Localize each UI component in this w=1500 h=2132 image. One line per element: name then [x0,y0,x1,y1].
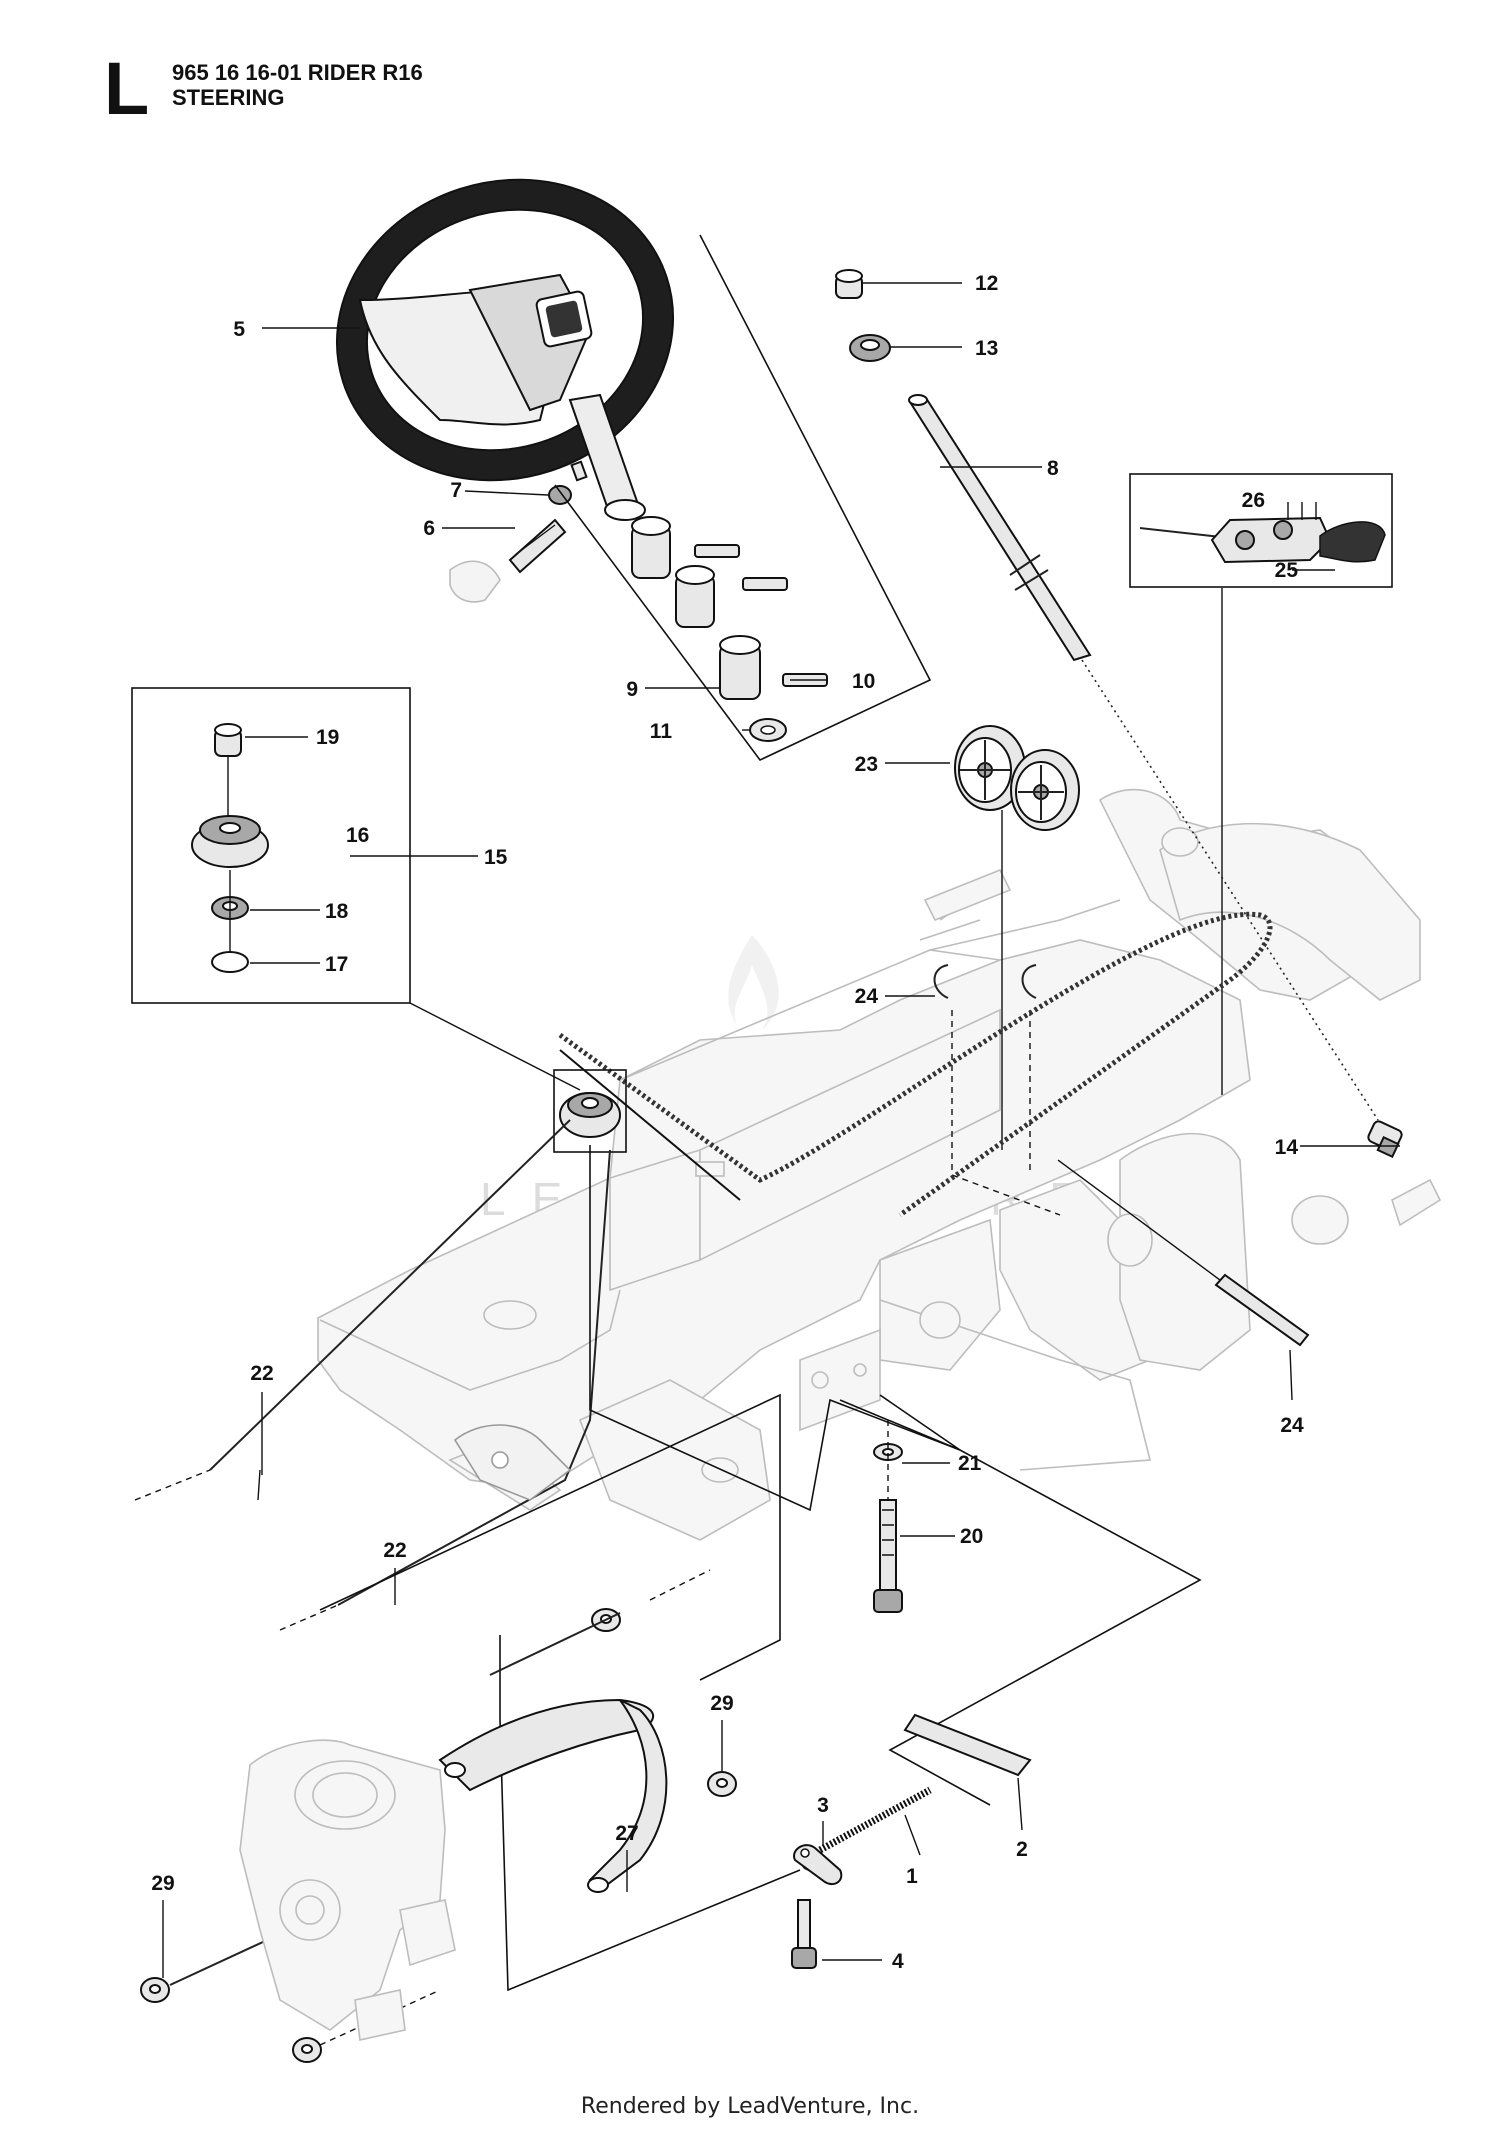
callout-10: 10 [852,670,875,693]
callout-7: 7 [450,479,462,502]
bushing-12 [835,269,863,299]
bearing-13 [849,334,891,362]
spindle-housing [239,1739,456,2041]
callout-18: 18 [325,900,349,923]
washer-11 [749,718,787,742]
frame-chassis [317,788,1442,1541]
shaft-dotted-axis [1081,659,1379,1121]
callout-4: 4 [892,1950,904,1973]
callout-8: 8 [1047,457,1059,480]
set-screws-10 [694,544,828,687]
bolt-20 [873,1499,903,1613]
model-line: 965 16 16-01 RIDER R16 [172,60,423,85]
callout-28: 27 [615,1822,638,1845]
callout-3: 3 [817,1794,829,1817]
pin-leader [1057,1159,1221,1281]
nut-29-bottom [292,2037,322,2063]
pulley-assembly-frame [131,687,411,1004]
cables-22 [134,1119,611,1631]
callout-26: 25 [1275,559,1299,582]
diagram-title: 965 16 16-01 RIDER R16 STEERING [172,60,423,110]
callout-17: 17 [325,953,348,976]
chain-detail-27-26 [1139,502,1386,564]
screw-6 [508,518,567,574]
bracket-28 [438,1698,668,1893]
link-3 [793,1844,843,1886]
nut-axis-upper [649,1569,711,1601]
callout-6: 6 [423,517,435,540]
section-letter: L [104,47,150,130]
bolt-14 [1367,1120,1403,1159]
callout-2: 2 [1016,1838,1028,1861]
lower-group-frame-3 [839,1394,961,1451]
shaft-group-frame [554,234,932,762]
frame-pulley [559,1092,621,1138]
callout-15: 15 [484,846,508,869]
callout-22-upper: 22 [250,1362,273,1385]
callout-24: 24 [1280,1414,1304,1437]
callout-19: 19 [316,726,339,749]
lower-group-frame [319,1393,781,1681]
pin-24 [1214,1273,1310,1347]
lower-group-frame-4 [499,1635,801,1992]
steering-link [453,1424,572,1501]
callout-22-lower: 22 [383,1539,406,1562]
callout-29-right: 29 [710,1692,733,1715]
callout-labels: 5 7 6 9 11 10 8 12 13 26 25 14 19 16 15 … [151,272,1304,1973]
callout-21: 21 [958,1452,982,1475]
footer-credit: Rendered by LeadVenture, Inc. [580,2094,920,2119]
steering-chain [558,911,1273,1218]
steering-wheel [335,178,675,521]
callout-9: 9 [626,678,638,701]
callout-12: 12 [975,272,998,295]
callout-25: 24 [855,985,879,1008]
callout-20: 20 [960,1525,983,1548]
lower-group-frame-2 [589,1145,1202,1806]
callout-5: 5 [233,318,245,341]
callout-27: 26 [1242,489,1265,512]
pulley-assembly-leader [409,1002,581,1091]
cap-ghost [449,560,501,603]
bolt-4 [791,1899,817,1969]
sleeves-9 [631,516,761,700]
callout-23: 23 [855,753,878,776]
plate-2 [903,1713,1032,1777]
callout-1: 1 [906,1865,918,1888]
e-clips-25 [933,964,1037,999]
nut-29-left [140,1977,170,2003]
callout-16: 16 [346,824,369,847]
steering-shaft-8 [908,394,1092,662]
callout-13: 13 [975,337,998,360]
pulley-assembly-15 [191,723,269,973]
section-name: STEERING [172,85,285,110]
leader-lines [162,282,1400,1978]
callout-14: 14 [1275,1136,1299,1159]
axis-line-upper [489,1612,621,1676]
chain-detail-frame [1129,473,1393,588]
nut-29-right [707,1771,737,1797]
callout-11: 11 [650,720,673,743]
pulleys-23 [954,725,1080,831]
callout-29-left: 29 [151,1872,174,1895]
